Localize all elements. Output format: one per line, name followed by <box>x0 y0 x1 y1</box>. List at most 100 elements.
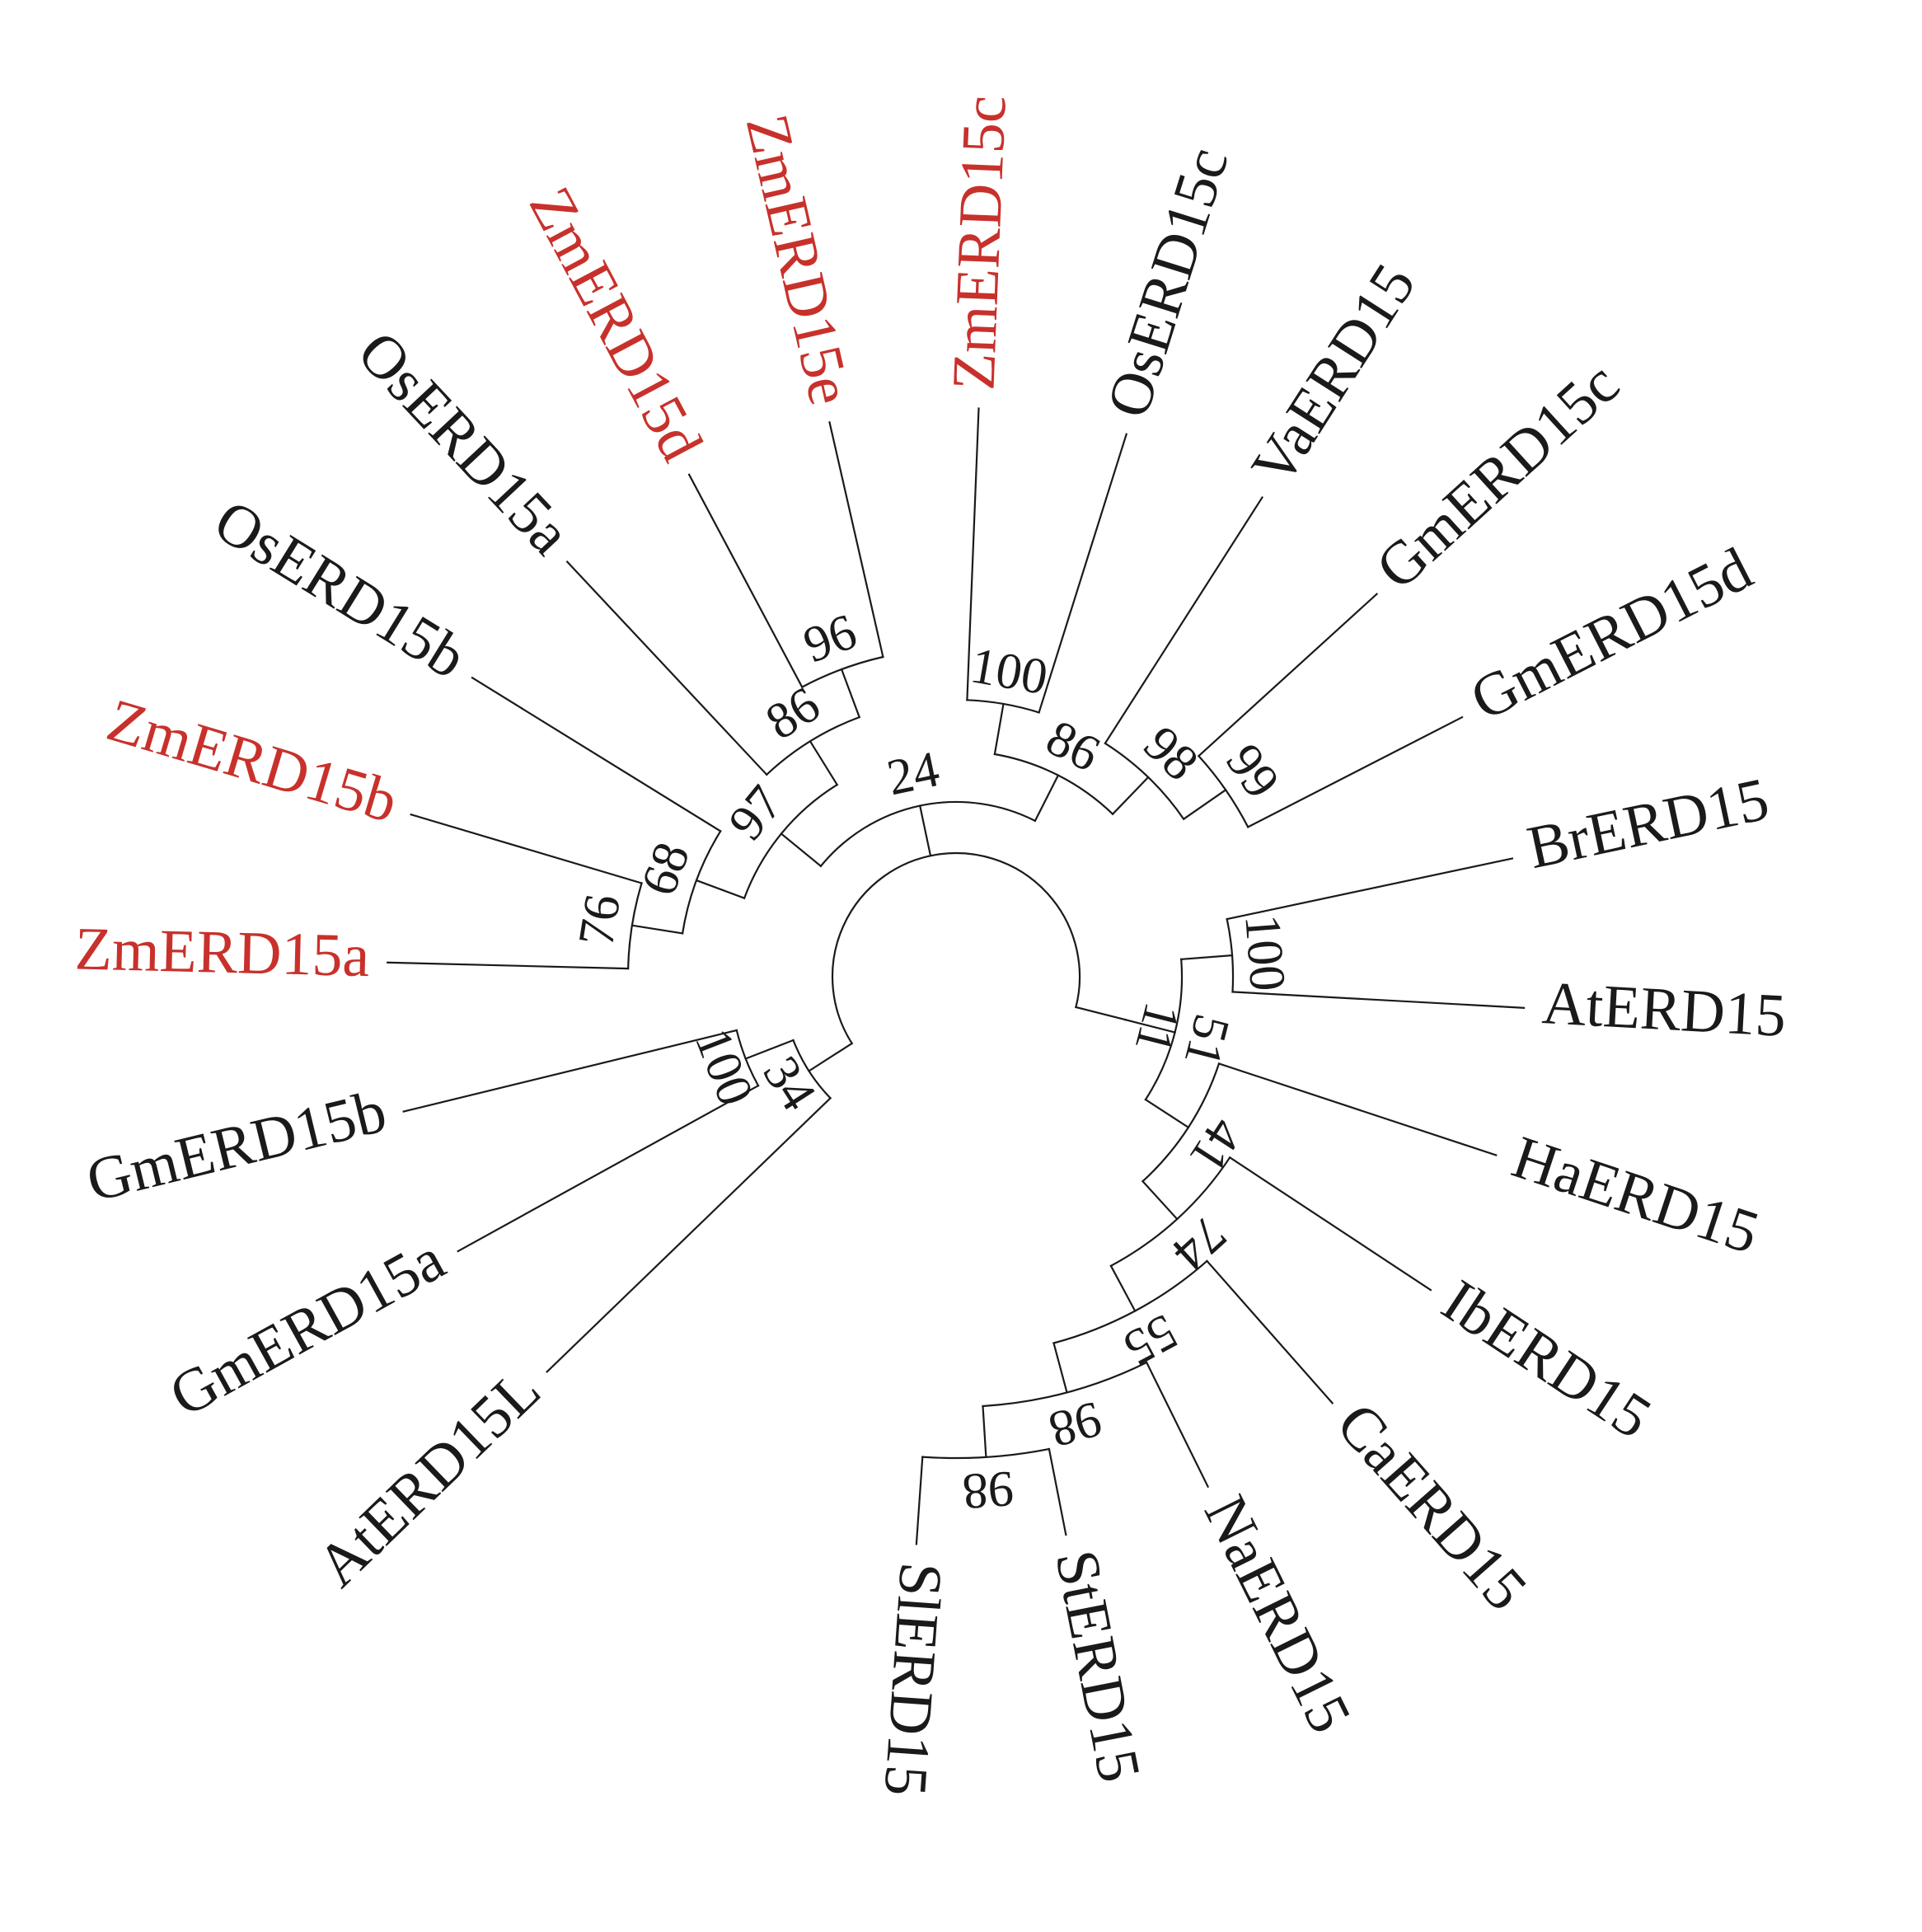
branch-radial-13 <box>631 924 684 935</box>
leaf-label: CaERD15 <box>1324 1390 1540 1623</box>
leaf-label: OsERD15a <box>345 319 584 568</box>
branch-radial-18 <box>809 739 839 786</box>
leaf-label: GmERD15c <box>1363 349 1632 603</box>
support-value: 97 <box>718 776 794 851</box>
leaf-label: HaERD15 <box>1504 1123 1766 1268</box>
support-value: 96 <box>796 603 864 673</box>
leaf-label: StERD15 <box>1042 1545 1153 1787</box>
branch-radial-29 <box>966 407 980 701</box>
leaf-label: AtERD15L <box>304 1356 553 1600</box>
branch-arc-28 <box>966 699 1040 714</box>
branch-arc-10 <box>743 783 839 900</box>
support-value: 100 <box>1234 912 1296 993</box>
branch-root-arc <box>832 851 1081 1045</box>
branch-radial-2 <box>546 1096 832 1373</box>
leaf-label: ZmERD15d <box>516 176 715 471</box>
branch-radial-49 <box>1141 1179 1179 1221</box>
branch-radial-57 <box>1145 1361 1210 1489</box>
branch-arc-47 <box>1141 1062 1221 1183</box>
leaf-label: VaERD15 <box>1239 252 1429 497</box>
branch-radial-33 <box>1104 495 1264 745</box>
tree-branches <box>387 407 1526 1545</box>
leaf-label: SlERD15 <box>871 1560 955 1798</box>
branch-radial-15 <box>387 961 630 970</box>
support-value: 55 <box>1115 1303 1187 1376</box>
branch-arc-32 <box>1104 742 1185 821</box>
branch-radial-23 <box>687 473 804 689</box>
leaf-label: ZmERD15b <box>100 687 405 837</box>
branch-radial-60 <box>1048 1447 1067 1536</box>
branch-radial-25 <box>1034 774 1060 823</box>
branch-radial-31 <box>1111 776 1150 816</box>
branch-radial-40 <box>1124 1018 1176 1034</box>
leaf-label: OsERD15c <box>1094 140 1241 425</box>
branch-arc-12 <box>681 829 722 935</box>
support-value: 41 <box>1179 1109 1254 1182</box>
leaf-label: ZmERD15c <box>940 94 1019 392</box>
support-value: 74 <box>1161 1205 1237 1281</box>
leaf-label: ZmERD15a <box>74 915 371 990</box>
branch-arc-56 <box>982 1361 1148 1408</box>
leaf-label: GmERD15b <box>80 1077 392 1215</box>
branch-radial-24 <box>828 420 884 659</box>
branch-radial-3 <box>744 1039 795 1060</box>
support-value: 86 <box>757 676 830 750</box>
leaf-label: NaERD15 <box>1191 1485 1364 1743</box>
support-value: 100 <box>967 637 1052 706</box>
branch-radial-6 <box>402 1029 738 1113</box>
branch-radial-61 <box>915 1456 924 1545</box>
branch-radial-36 <box>1197 593 1379 757</box>
support-value: 76 <box>568 891 631 950</box>
branch-arc-1 <box>792 1039 832 1100</box>
leaf-label: ZmERD15e <box>733 109 865 411</box>
branch-arc-50 <box>1109 1156 1231 1268</box>
leaf-label: IbERD15 <box>1430 1267 1662 1452</box>
branch-radial-48 <box>1217 1062 1498 1156</box>
branch-radial-16 <box>410 813 643 884</box>
support-value: 68 <box>631 835 701 903</box>
branch-arc-19 <box>765 715 861 776</box>
branch-radial-46 <box>1144 1098 1190 1129</box>
leaf-label: AtERD15 <box>1540 969 1788 1050</box>
branch-radial-55 <box>1052 1342 1068 1394</box>
branch-radial-20 <box>565 560 768 776</box>
branch-radial-5 <box>457 1084 760 1253</box>
branch-arc-41 <box>1144 958 1184 1101</box>
support-value: 98 <box>961 1461 1015 1520</box>
branch-radial-42 <box>1180 954 1234 960</box>
leaf-label: GmERD15a <box>159 1226 456 1431</box>
support-value: 98 <box>1043 1390 1107 1458</box>
branch-arc-43 <box>1226 917 1235 993</box>
branch-arc-35 <box>1197 754 1249 828</box>
branch-radial-0 <box>807 1042 854 1072</box>
branch-radial-52 <box>1109 1264 1137 1312</box>
support-value: 24 <box>883 741 945 806</box>
branch-radial-51 <box>1228 1156 1432 1292</box>
branch-arc-8 <box>819 800 1037 868</box>
branch-arc-4 <box>735 1029 760 1087</box>
leaf-label: OsERD15b <box>203 487 477 692</box>
branch-arc-26 <box>993 753 1114 816</box>
support-value: 99 <box>1215 734 1290 809</box>
branch-radial-44 <box>1226 857 1514 921</box>
leaf-label: BrERD15 <box>1521 765 1774 882</box>
branch-radial-38 <box>1075 1006 1127 1021</box>
branch-arc-22 <box>800 655 884 689</box>
branch-arc-14 <box>626 882 643 970</box>
support-value: 100 <box>684 1021 764 1113</box>
branch-radial-54 <box>1205 1259 1334 1404</box>
branch-radial-21 <box>840 668 861 719</box>
branch-radial-30 <box>1038 433 1128 714</box>
branch-radial-17 <box>471 676 722 832</box>
branch-radial-9 <box>780 832 823 868</box>
branch-radial-58 <box>982 1404 987 1459</box>
support-value: 34 <box>752 1047 827 1120</box>
support-value: 86 <box>1038 710 1109 783</box>
branch-radial-27 <box>993 702 1005 756</box>
leaf-label: GmERD15d <box>1460 535 1763 734</box>
branch-radial-7 <box>918 804 932 857</box>
branch-radial-37 <box>1246 715 1464 828</box>
